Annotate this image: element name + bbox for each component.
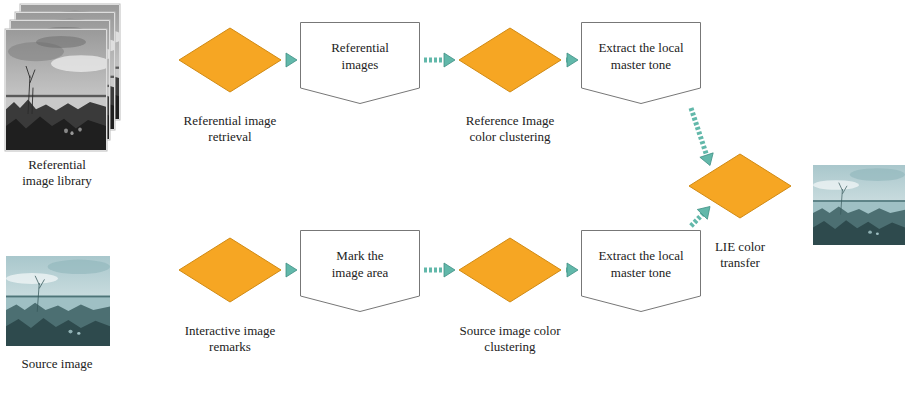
diamond-fill [179,238,281,302]
box-fill [582,23,701,104]
arrow-head [567,263,578,277]
decision-diamond: LIE color transfer [688,153,792,272]
arrow-head [444,53,455,67]
box-fill [301,231,420,312]
diamond-outline [688,153,792,219]
arrow-head [567,53,578,67]
diamond-shape [178,27,282,93]
arrow-head [700,153,713,166]
flow-arrow [424,53,455,67]
diamond-outline [178,27,282,93]
diamond-outline [458,27,562,93]
diamond-outline [458,237,562,303]
arrow-head [697,207,710,220]
box-label: Mark the image area [321,248,399,281]
diamond-caption: Source image color clustering [458,323,563,356]
image-caption: Source image [5,356,109,372]
decision-diamond: Reference Image color clustering [458,27,563,146]
source-photo [6,256,110,346]
diamond-shape [688,153,792,219]
diamond-outline [178,237,282,303]
process-box: Extract the local master tone [581,22,701,104]
diamond-fill [459,28,561,92]
box-label: Extract the local master tone [591,248,691,281]
arrow-head [444,263,455,277]
diamond-caption: LIE color transfer [708,239,772,272]
diamond-shape [178,237,282,303]
image-library-stack [5,4,124,151]
flow-arrow [424,263,455,277]
arrow-shaft [424,268,445,273]
box-text-area: Referential images [300,22,420,91]
flow-arrow [286,263,297,277]
flow-arrow [566,263,578,277]
result-photo [813,165,905,245]
flow-arrow [566,53,578,67]
arrow-shaft [691,108,707,156]
decision-diamond: Referential image retrieval [178,27,283,146]
diamond-shape [458,27,562,93]
diamond-shape [458,237,562,303]
process-box: Mark the image area [300,230,420,312]
process-box: Referential images [300,22,420,104]
diamond-caption: Referential image retrieval [178,113,283,146]
arrow-shaft [691,214,703,226]
arrow-head [286,263,297,277]
library-photo [6,30,111,150]
decision-diamond: Interactive image remarks [178,237,283,356]
decision-diamond: Source image color clustering [458,237,563,356]
flow-arrow [691,108,713,166]
flow-arrow [286,53,297,67]
diamond-caption: Interactive image remarks [178,323,283,356]
diamond-fill [689,154,791,218]
flow-arrow [691,207,710,227]
arrow-head [286,53,297,67]
box-label: Referential images [321,40,399,73]
box-fill [582,231,701,312]
image-caption: Referential image library [11,157,103,190]
box-text-area: Mark the image area [300,230,420,299]
diamond-caption: Reference Image color clustering [458,113,563,146]
diamond-fill [459,238,561,302]
box-text-area: Extract the local master tone [581,230,701,299]
arrow-shaft [424,58,445,63]
process-box: Extract the local master tone [581,230,701,312]
diamond-fill [179,28,281,92]
box-label: Extract the local master tone [591,40,691,73]
box-text-area: Extract the local master tone [581,22,701,91]
box-fill [301,23,420,104]
